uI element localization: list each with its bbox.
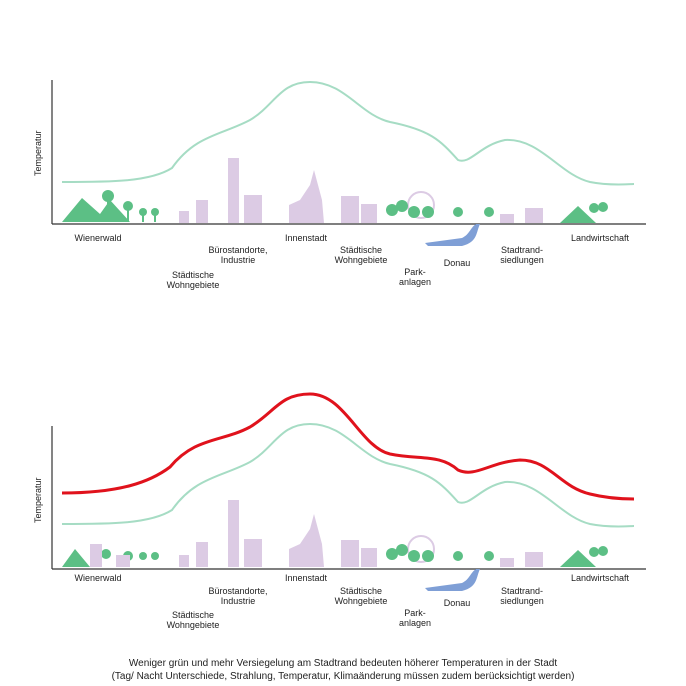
scenery-buildings (90, 500, 543, 567)
scenery-river (425, 224, 480, 246)
scenery-park (386, 535, 608, 567)
scenery-river (425, 569, 480, 591)
zone-label-landwirtschaft: Landwirtschaft (570, 233, 630, 243)
zone-label-wienerwald: Wienerwald (74, 573, 122, 583)
scenery-forest (62, 549, 159, 567)
zone-label-parkanlagen: Park- anlagen (398, 608, 432, 628)
diagram-panel-future: Temperatur Wienerwald Städtische Wohngeb… (0, 342, 686, 642)
zone-label-donau: Donau (443, 258, 471, 268)
scenery-park (386, 191, 608, 223)
panel-graphic (51, 392, 646, 591)
zone-label-staedtische-wohngebiete: Städtische Wohngebiete (166, 270, 220, 290)
caption-line-1: Weniger grün und mehr Versiegelung am St… (128, 658, 558, 669)
zone-label-donau: Donau (443, 598, 471, 608)
zone-label-staedtische-wohngebiete-2: Städtische Wohngebiete (334, 586, 388, 606)
scenery-forest (62, 190, 159, 222)
zone-label-stadtrandsiedlungen: Stadtrand- siedlungen (500, 586, 544, 606)
zone-label-buerostandorte: Bürostandorte, Industrie (208, 586, 268, 606)
zone-label-innenstadt: Innenstadt (284, 233, 328, 243)
zone-label-staedtische-wohngebiete-2: Städtische Wohngebiete (334, 245, 388, 265)
zone-label-wienerwald: Wienerwald (74, 233, 122, 243)
zone-label-landwirtschaft: Landwirtschaft (570, 573, 630, 583)
scenery-buildings (179, 158, 543, 223)
diagram-panel-current: Temperatur Wienerwald Städtische Wohngeb… (0, 0, 686, 330)
caption-line-2: (Tag/ Nacht Unterschiede, Strahlung, Tem… (111, 671, 575, 682)
temperature-curve-current (61, 80, 635, 186)
y-axis-label: Temperatur (33, 477, 43, 523)
temperature-curve-future (61, 392, 635, 501)
y-axis-label: Temperatur (33, 130, 43, 176)
zone-label-staedtische-wohngebiete: Städtische Wohngebiete (166, 610, 220, 630)
zone-label-innenstadt: Innenstadt (284, 573, 328, 583)
zone-label-parkanlagen: Park- anlagen (398, 267, 432, 287)
zone-label-buerostandorte: Bürostandorte, Industrie (208, 245, 268, 265)
panel-graphic (51, 80, 646, 246)
zone-label-stadtrandsiedlungen: Stadtrand- siedlungen (500, 245, 544, 265)
figure-caption: Weniger grün und mehr Versiegelung am St… (0, 657, 686, 683)
temperature-curve-current (61, 422, 635, 528)
